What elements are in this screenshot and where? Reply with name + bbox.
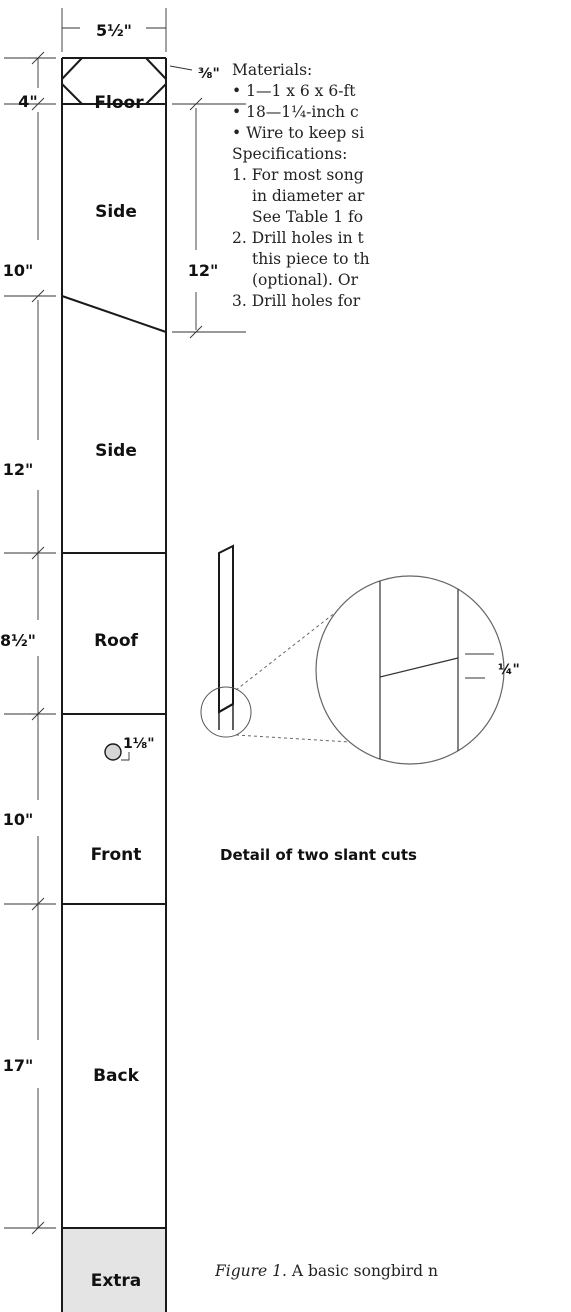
section-dim-side-1: 10" [3,261,34,280]
section-name-front: Front [91,845,142,865]
instructions-text: Materials: 1—1 x 6 x 6-ft 18—1¼-inch c W… [232,60,571,312]
spec-line: (optional). Or [252,271,359,289]
board-width-label: 5½" [96,21,132,40]
materials-item: Wire to keep si [232,123,571,144]
detail-caption: Detail of two slant cuts [220,846,417,864]
section-name-side-2: Side [95,441,137,461]
spec-step: 2. Drill holes in t this piece to th (op… [232,228,571,291]
specs-list: 1. For most song in diameter ar See Tabl… [232,165,571,312]
materials-heading: Materials: [232,61,313,79]
spec-line: See Table 1 fo [252,208,364,226]
spec-line: 2. Drill holes in t [232,229,364,247]
materials-list: 1—1 x 6 x 6-ft 18—1¼-inch c Wire to keep… [232,81,571,144]
hole-size-label: 1⅛" [123,736,155,752]
spec-step: 3. Drill holes for [232,291,571,312]
section-name-roof: Roof [94,631,138,651]
spec-line: in diameter ar [252,187,365,205]
entrance-hole [104,743,130,761]
corner-cut-label: ⅜" [198,66,220,82]
specs-heading: Specifications: [232,145,348,163]
section-name-extra: Extra [91,1271,142,1291]
detail-magnifier [315,575,505,765]
section-dim-back: 17" [3,1056,34,1075]
spec-line: 1. For most song [232,166,364,184]
floor-corner-cuts [61,57,167,105]
figure-caption: Figure 1. A basic songbird n [215,1262,571,1280]
figure-label: Figure 1. [215,1262,287,1280]
materials-item: 18—1¼-inch c [232,102,571,123]
spec-line: this piece to th [252,250,370,268]
section-dim-side-2: 12" [3,460,34,479]
section-dim-roof: 8½" [0,631,36,650]
magnifier-small-circle [200,686,252,738]
figure-caption-text: A basic songbird n [286,1262,438,1280]
dimension-lines [4,8,246,1235]
roof-profile-bottom [218,704,234,730]
materials-item: 1—1 x 6 x 6-ft [232,81,571,102]
spec-line: 3. Drill holes for [232,292,361,310]
slant-thickness-label: ¼" [498,662,520,678]
section-dim-floor: 4" [18,92,37,111]
side-height-label: 12" [188,261,219,280]
board-outline [61,57,167,1312]
section-dim-front: 10" [3,810,34,829]
spec-step: 1. For most song in diameter ar See Tabl… [232,165,571,228]
projection-lines [235,604,351,743]
section-name-back: Back [93,1066,140,1086]
extra-section-fill [62,1228,166,1312]
section-name-side-1: Side [95,202,137,222]
section-name-floor: Floor [94,93,144,113]
